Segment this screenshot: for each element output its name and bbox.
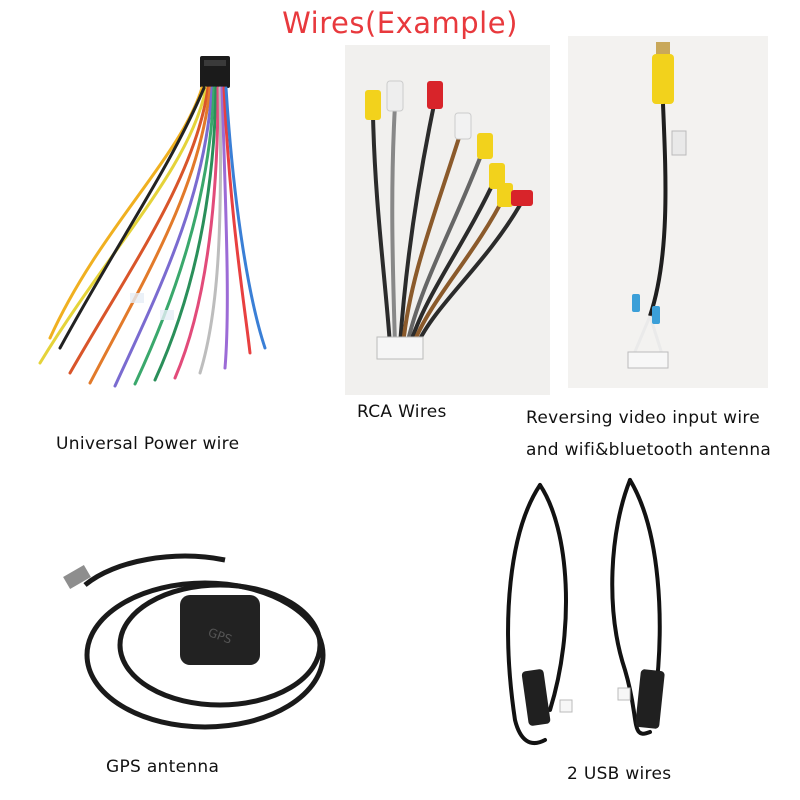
caption-rca-wires: RCA Wires	[357, 402, 447, 422]
caption-gps-antenna: GPS antenna	[106, 757, 220, 777]
reversing-video-wire-photo	[568, 36, 768, 388]
rca-wires-photo	[345, 45, 550, 395]
power-wire-photo	[30, 48, 320, 393]
gps-antenna-photo: GPS	[55, 540, 345, 750]
caption-usb-wires: 2 USB wires	[567, 764, 672, 784]
caption-universal-power-wire: Universal Power wire	[56, 434, 240, 454]
usb-wires-photo	[490, 470, 700, 760]
page-title: Wires(Example)	[282, 6, 518, 40]
caption-reversing-video-line1: Reversing video input wire	[526, 408, 761, 428]
caption-reversing-video-line2: and wifi&bluetooth antenna	[526, 440, 772, 460]
